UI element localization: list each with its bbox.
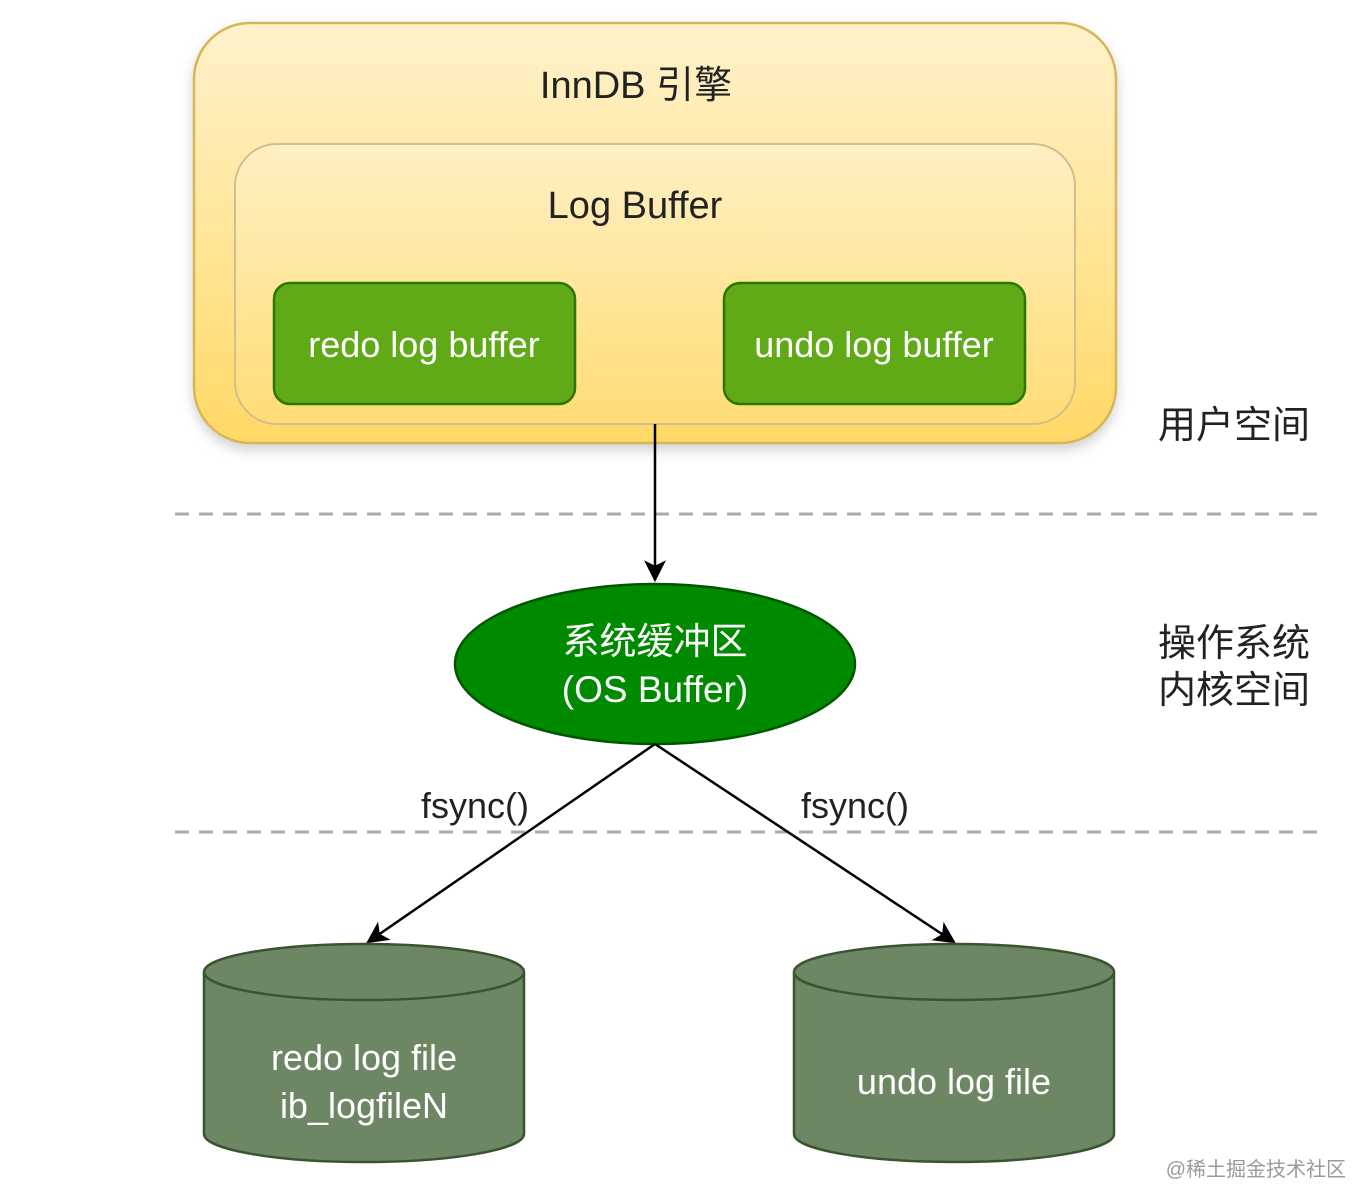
redo-log-buffer-box: redo log buffer [272, 281, 577, 406]
undo-log-buffer-label: undo log buffer [754, 324, 994, 365]
redo-log-file-label-line2: ib_logfileN [280, 1085, 448, 1126]
redo-log-buffer-label: redo log buffer [308, 324, 540, 365]
os-buffer-label-line2: (OS Buffer) [562, 669, 748, 710]
kernel-space-label-line1: 操作系统 [1158, 623, 1310, 665]
undo-log-file-label: undo log file [857, 1061, 1051, 1102]
user-space-label: 用户空间 [1158, 405, 1310, 447]
redo-log-file-cylinder: redo log file ib_logfileN [202, 942, 526, 1164]
redo-log-file-label-line1: redo log file [271, 1037, 457, 1078]
fsync-label-left: fsync() [421, 785, 529, 826]
fsync-label-right: fsync() [801, 785, 909, 826]
kernel-space-label-line2: 内核空间 [1158, 670, 1310, 712]
log-buffer-title: Log Buffer [548, 185, 723, 227]
undo-log-buffer-box: undo log buffer [722, 281, 1027, 406]
innodb-engine-title: InnDB 引擎 [540, 65, 732, 107]
os-buffer-label-line1: 系统缓冲区 [563, 621, 748, 662]
undo-log-file-cylinder: undo log file [792, 942, 1116, 1164]
arrow-os-to-redo-file [366, 742, 656, 944]
watermark-text: @稀土掘金技术社区 [1166, 1158, 1346, 1181]
os-buffer-node: 系统缓冲区 (OS Buffer) [453, 582, 857, 746]
arrow-os-to-undo-file [654, 742, 956, 944]
